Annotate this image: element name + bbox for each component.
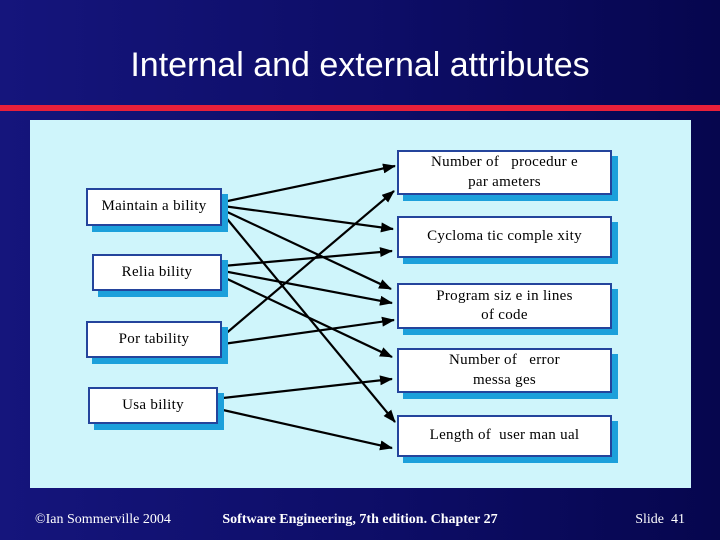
- arrow-portability-to-program-size: [222, 316, 395, 346]
- relationship-arrow-layer: [222, 163, 396, 451]
- footer-slide-number: Slide 41: [635, 512, 685, 527]
- arrow-usability-to-user-manual-length: [222, 408, 393, 451]
- box-label-line: of code: [481, 307, 528, 323]
- box-label-line: Por tability: [118, 330, 190, 347]
- box-label-line: Number of procedur e: [431, 154, 578, 171]
- footer-book-title: Software Engineering, 7th edition. Chapt…: [222, 512, 498, 527]
- internal-attribute-cyclomatic-complexity: Cycloma tic comple xity: [397, 216, 612, 258]
- arrow-usability-to-error-messages: [222, 375, 393, 400]
- box-label-line: Cycloma tic comple xity: [427, 228, 582, 245]
- internal-attribute-program-size: Program siz e in lines of code: [397, 283, 612, 329]
- box-label-line: Usa bility: [122, 396, 184, 413]
- arrow-reliability-to-cyclomatic-complexity: [222, 247, 393, 268]
- internal-attribute-procedure-parameters: Number of procedur e par ameters: [397, 150, 612, 195]
- footer: ©Ian Sommerville 2004 Software Engineeri…: [0, 512, 720, 534]
- arrow-maintainability-to-procedure-parameters: [222, 163, 396, 204]
- box-label-line: Relia bility: [121, 263, 193, 280]
- internal-attribute-user-manual-length: Length of user man ual: [397, 415, 612, 457]
- external-attribute-portability: Por tability: [86, 321, 222, 358]
- arrow-reliability-to-error-messages: [222, 276, 393, 358]
- external-attribute-maintainability: Maintain a bility: [86, 188, 222, 226]
- box-label-line: messa ges: [472, 371, 537, 388]
- title-divider-line: [0, 105, 720, 111]
- external-attribute-reliability: Relia bility: [92, 254, 222, 291]
- internal-attribute-error-messages: Number of error messa ges: [397, 348, 612, 393]
- slide-title: Internal and external attributes: [130, 46, 590, 84]
- footer-copyright: ©Ian Sommerville 2004: [35, 512, 171, 527]
- box-label-line: Length of user man ual: [429, 427, 580, 444]
- box-label-line: Number of error: [449, 352, 560, 369]
- arrow-maintainability-to-program-size: [222, 209, 392, 290]
- box-label-line: Program siz e in lines: [436, 287, 573, 304]
- box-label-line: par ameters: [468, 173, 541, 190]
- arrow-portability-to-procedure-parameters: [222, 190, 395, 337]
- external-attribute-usability: Usa bility: [88, 387, 218, 424]
- arrow-reliability-to-program-size: [222, 269, 393, 306]
- box-label-line: Maintain a bility: [101, 198, 207, 215]
- arrow-maintainability-to-cyclomatic-complexity: [222, 204, 394, 233]
